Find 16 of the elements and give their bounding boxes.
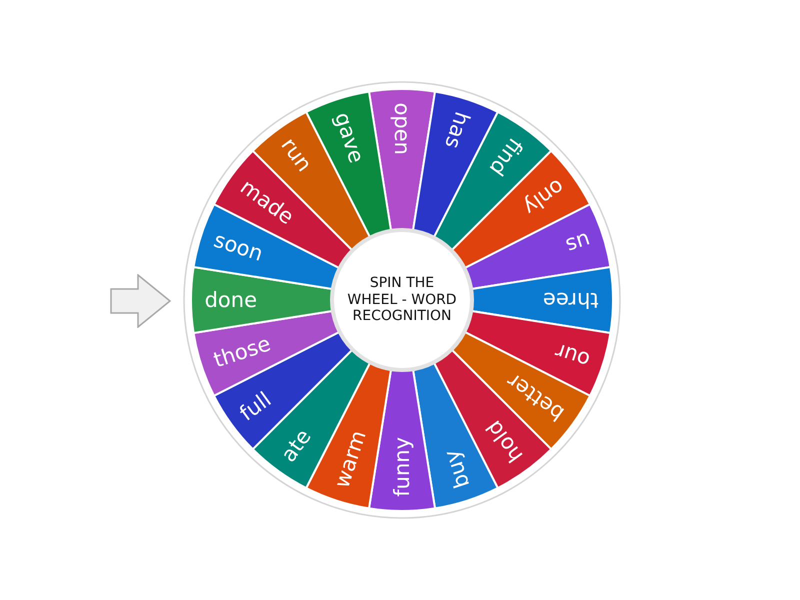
segment-label: run	[276, 134, 316, 176]
segment-label: funny	[390, 437, 414, 497]
segment-label: open	[390, 103, 414, 156]
segment-label: us	[562, 228, 593, 258]
segment-label: done	[205, 288, 258, 312]
segment-label: ate	[276, 425, 316, 466]
segment-label: our	[552, 339, 593, 372]
segment-label: full	[236, 387, 276, 426]
segment-label: buy	[440, 446, 474, 491]
segment-label: those	[211, 332, 274, 372]
segment-label: warm	[330, 428, 370, 491]
segment-label: gave	[330, 109, 368, 166]
segment-label: has	[440, 109, 474, 152]
segment-label: only	[518, 174, 568, 220]
segment-label: three	[543, 288, 599, 312]
segment-label: soon	[211, 228, 266, 266]
